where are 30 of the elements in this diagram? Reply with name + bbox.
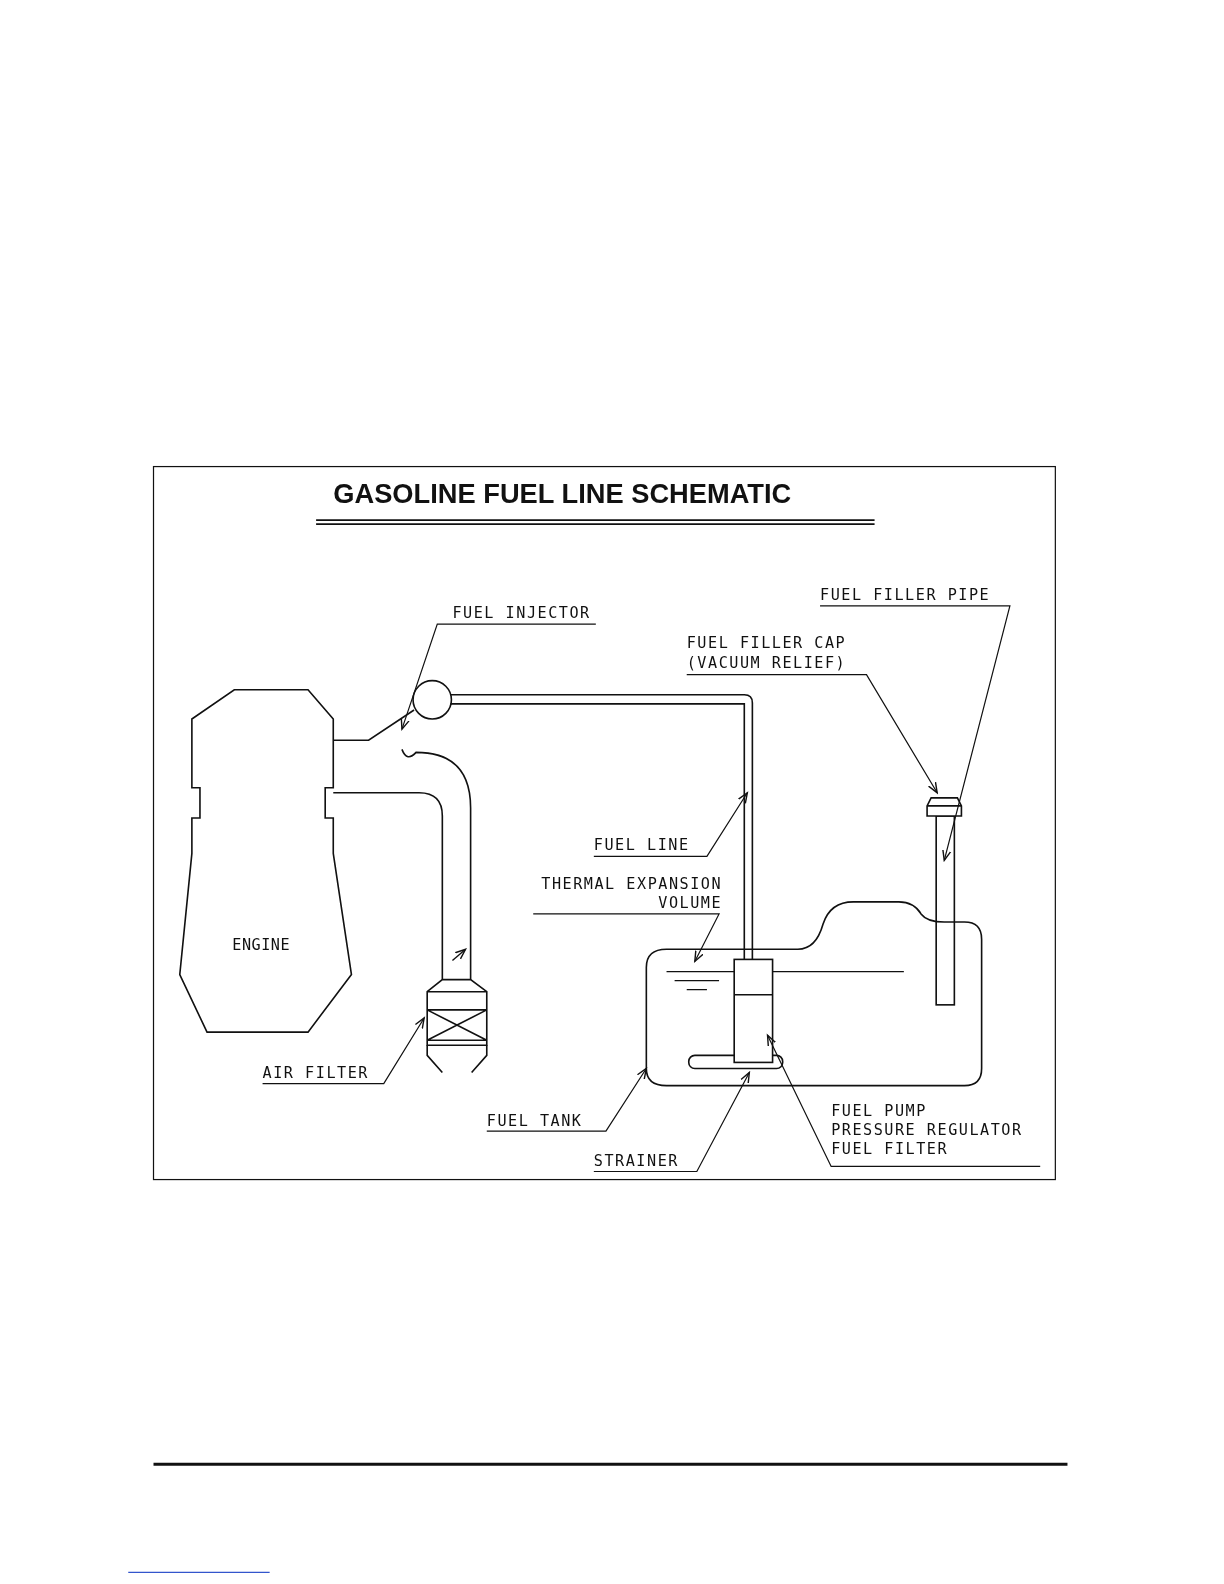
callout-label: AIR FILTER xyxy=(262,1063,369,1083)
engine-label: ENGINE xyxy=(232,936,291,956)
callout-label: FUEL FILLER PIPE xyxy=(820,585,991,605)
leader-line xyxy=(766,1034,1041,1168)
callout-label: FUEL PUMP xyxy=(831,1101,928,1121)
leader-line xyxy=(261,1017,425,1085)
fuel-injector-symbol xyxy=(412,679,453,720)
leader-line xyxy=(819,605,1011,862)
callout-label: FUEL FILTER xyxy=(831,1140,950,1160)
leader-line xyxy=(686,674,938,794)
intake-manifold-line xyxy=(332,709,415,742)
callout-label: THERMAL EXPANSION VOLUME xyxy=(527,874,723,913)
callout-label: PRESSURE REGULATOR xyxy=(831,1121,1023,1141)
leader-line xyxy=(593,1071,751,1173)
leader-line xyxy=(400,623,597,730)
leader-line xyxy=(486,1067,648,1132)
air-filter-drawing xyxy=(426,978,488,1074)
fuel-pump-drawing xyxy=(733,958,774,1064)
callout-label: (VACUUM RELIEF) xyxy=(686,653,847,673)
leader-line xyxy=(593,792,749,857)
callout-label: FUEL INJECTOR xyxy=(452,603,591,624)
callout-label: FUEL TANK xyxy=(486,1111,583,1132)
callout-label: STRAINER xyxy=(593,1152,679,1172)
intake-duct xyxy=(332,748,472,981)
leader-line xyxy=(532,913,721,963)
callout-label: FUEL FILLER CAP xyxy=(686,634,847,654)
filler-cap-drawing xyxy=(926,797,963,817)
diagram-title: GASOLINE FUEL LINE SCHEMATIC xyxy=(333,478,792,510)
callout-label: FUEL LINE xyxy=(593,836,690,856)
fuel-line-pipe xyxy=(449,694,754,961)
